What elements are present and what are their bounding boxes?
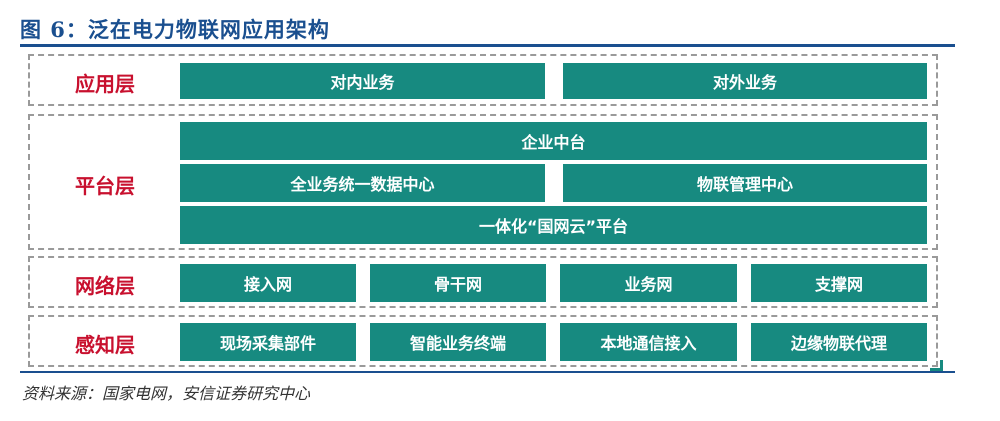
internal-business-box: 对内业务 (180, 63, 545, 99)
corner-mark (930, 360, 943, 371)
business-network-box: 业务网 (560, 264, 737, 302)
application-layer: 应用层 对内业务 对外业务 (28, 54, 938, 106)
backbone-network-box: 骨干网 (370, 264, 546, 302)
unified-data-center-box: 全业务统一数据中心 (180, 164, 545, 202)
smart-terminal-box: 智能业务终端 (370, 323, 546, 361)
network-layer-label: 网络层 (75, 274, 135, 298)
local-communication-box: 本地通信接入 (560, 323, 737, 361)
source-note: 资料来源：国家电网，安信证券研究中心 (22, 384, 311, 403)
access-network-box: 接入网 (180, 264, 356, 302)
perception-layer: 感知层 现场采集部件 智能业务终端 本地通信接入 边缘物联代理 (28, 315, 938, 367)
platform-layer-label: 平台层 (75, 174, 135, 198)
external-business-box: 对外业务 (563, 63, 927, 99)
iot-management-center-box: 物联管理中心 (563, 164, 927, 202)
title-rule (20, 44, 955, 47)
edge-iot-agent-box: 边缘物联代理 (751, 323, 927, 361)
network-layer: 网络层 接入网 骨干网 业务网 支撑网 (28, 256, 938, 308)
application-layer-label: 应用层 (75, 72, 135, 96)
platform-layer: 平台层 企业中台 全业务统一数据中心 物联管理中心 一体化“国网云”平台 (28, 114, 938, 250)
perception-layer-label: 感知层 (75, 333, 135, 357)
bottom-rule (20, 371, 955, 373)
figure-title: 图 6：泛在电力物联网应用架构 (20, 17, 330, 42)
support-network-box: 支撑网 (751, 264, 927, 302)
sgcc-cloud-platform-box: 一体化“国网云”平台 (180, 206, 927, 244)
field-collection-box: 现场采集部件 (180, 323, 356, 361)
enterprise-middle-platform-box: 企业中台 (180, 122, 927, 160)
